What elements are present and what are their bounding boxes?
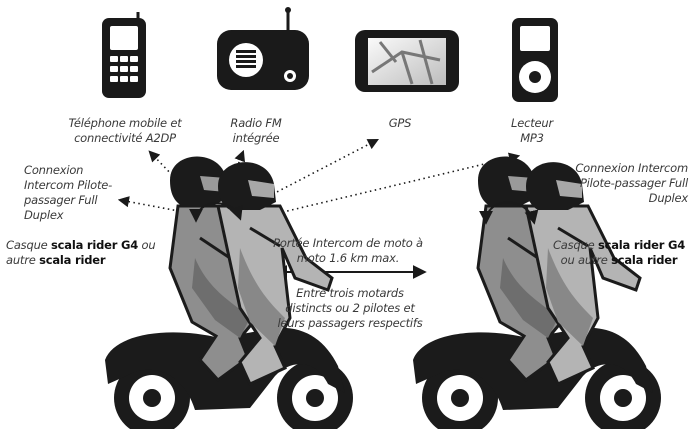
radio-label: Radio FM intégrée	[230, 116, 282, 145]
right-headset-prefix: Casque	[552, 238, 598, 252]
left-headset-middle: ou autre	[6, 238, 156, 267]
right-pilot-passenger-arrow	[479, 201, 539, 225]
mp3-label: Lecteur MP3	[510, 116, 553, 145]
multi-rider-label: Entre trois motards distincts ou 2 pilot…	[277, 286, 423, 330]
left-headset-model: scala rider G4	[51, 238, 139, 252]
phone-label: Téléphone mobile et connectivité A2DP	[68, 116, 182, 145]
fm-radio-icon	[217, 7, 309, 90]
left-headset-brand: scala rider	[39, 253, 106, 267]
range-label: Portée Intercom de moto à moto 1.6 km ma…	[273, 236, 423, 265]
left-headset-label: Casque scala rider G4 ou autre scala rid…	[6, 238, 166, 268]
right-connection-label: Connexion Intercom Pilote-passager Full …	[575, 161, 688, 205]
gps-icon	[355, 30, 459, 92]
right-headset-brand: scala rider	[611, 253, 678, 267]
right-headset-label: Casque scala rider G4 ou autre scala rid…	[546, 238, 692, 268]
left-headset-prefix: Casque	[6, 238, 51, 252]
right-headset-middle: ou autre	[560, 253, 612, 267]
mobile-phone-icon	[102, 12, 146, 98]
left-connection-label: Connexion Intercom Pilote-passager Full …	[24, 163, 113, 222]
left-pilot-passenger-arrow	[189, 202, 243, 223]
mp3-player-icon	[512, 18, 558, 102]
right-headset-model: scala rider G4	[597, 238, 686, 252]
gps-label: GPS	[388, 116, 412, 130]
